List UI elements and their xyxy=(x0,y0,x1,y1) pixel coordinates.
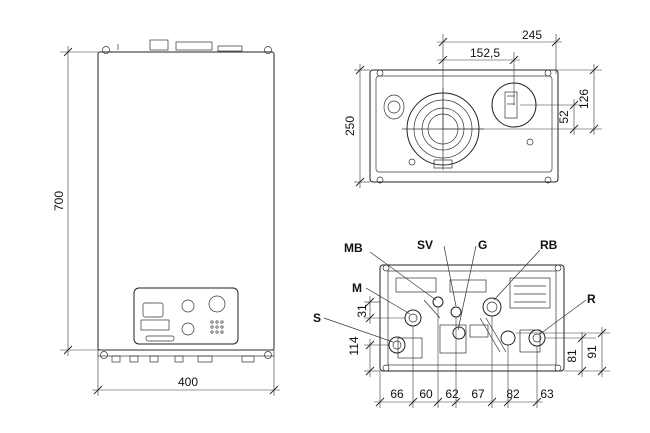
spacing-82: 82 xyxy=(506,387,520,401)
spacing-67: 67 xyxy=(471,387,485,401)
spacing-60: 60 xyxy=(419,387,433,401)
front-height-label: 700 xyxy=(52,191,66,211)
label-G: G xyxy=(478,238,487,252)
vdim-114: 114 xyxy=(347,336,361,355)
top-dim-245: 245 xyxy=(522,28,542,42)
top-dim-52: 52 xyxy=(557,110,571,124)
vdim-91: 91 xyxy=(585,345,599,359)
spacing-63: 63 xyxy=(540,387,554,401)
label-RB: RB xyxy=(540,238,558,252)
label-R: R xyxy=(587,292,596,306)
spacing-62: 62 xyxy=(445,387,459,401)
top-dim-152-5: 152,5 xyxy=(470,46,500,60)
bottom-view: MB SV G RB M S R 66 60 6 xyxy=(313,238,610,408)
front-view: 700 400 xyxy=(52,39,280,396)
label-MB: MB xyxy=(344,241,363,255)
label-SV: SV xyxy=(417,238,433,252)
label-M: M xyxy=(352,281,362,295)
vdim-31: 31 xyxy=(355,304,369,318)
front-width-label: 400 xyxy=(178,375,198,389)
label-S: S xyxy=(313,311,321,325)
top-view: 245 152,5 126 52 250 xyxy=(343,28,602,188)
vdim-81: 81 xyxy=(565,349,579,363)
top-depth-label: 250 xyxy=(343,116,357,136)
spacing-66: 66 xyxy=(390,387,404,401)
top-dim-126: 126 xyxy=(577,89,591,109)
